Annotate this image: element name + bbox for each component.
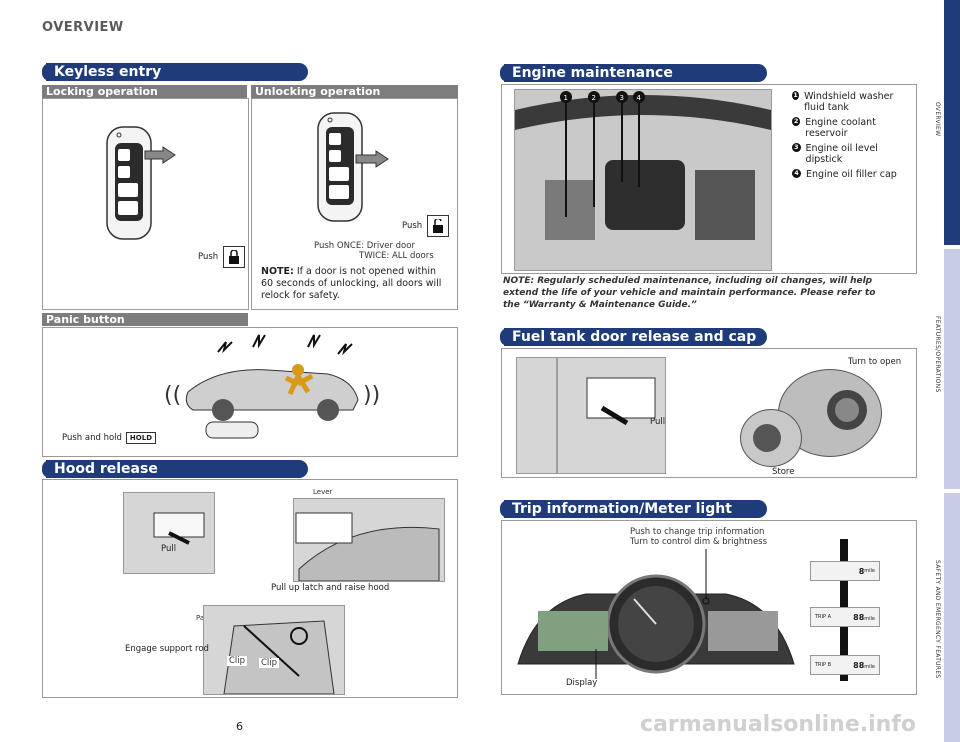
panic-illustration: (( )) [164, 334, 380, 439]
trip-display-unit: mile [864, 663, 875, 670]
fuel-store-label: Store [772, 467, 795, 477]
svg-text:((: (( [164, 383, 181, 408]
unlock-note: NOTE: If a door is not opened within 60 … [261, 266, 449, 302]
engine-bay-photo [514, 89, 772, 271]
trip-display-b: TRIP B 88mile [810, 655, 880, 675]
fuel-turn-label: Turn to open [848, 357, 902, 367]
fuel-pull-label: Pull [650, 417, 666, 427]
engine-legend-item: 1 Windshield washer fluid tank [792, 91, 912, 113]
key-fob-unlock-illustration [317, 112, 389, 222]
unlock-caption-twice: TWICE: ALL doors [359, 251, 434, 261]
legend-text: Engine oil level dipstick [805, 143, 878, 165]
panic-panel: (( )) Push and hold HOLD [42, 327, 458, 457]
hood-lever-label: Lever [313, 488, 333, 496]
engine-panel: 1 2 3 4 1 Windshield washer fluid tank 2 E… [501, 84, 917, 274]
trip-display-value: 88 [853, 660, 865, 670]
engine-legend-item: 2 Engine coolant reservoir [792, 117, 912, 139]
engine-note-label: NOTE: [503, 276, 535, 286]
watermark: carmanualsonline.info [640, 712, 916, 737]
sidebar-tab-safety-bg[interactable] [944, 493, 960, 742]
page-title: OVERVIEW [42, 20, 124, 35]
unlock-caption-once: Push ONCE: Driver door [314, 241, 415, 251]
sidebar-tab-features[interactable]: FEATURES/OPERATIONS [934, 316, 941, 393]
hold-button-icon: HOLD [125, 432, 157, 444]
fuel-panel: Pull Turn to open Store [501, 348, 917, 478]
trip-display-value: 8 [858, 566, 865, 576]
locking-operation-header: Locking operation [42, 85, 247, 98]
unlocking-panel: Push Push ONCE: Driver door TWICE: ALL d… [251, 98, 458, 310]
panic-button-header: Panic button [42, 313, 248, 326]
hood-clip-label-1: Clip [227, 656, 248, 666]
legend-number: 2 [792, 117, 801, 126]
sidebar-tab-features-bg[interactable] [944, 249, 960, 489]
engine-legend: 1 Windshield washer fluid tank 2 Engine … [792, 91, 912, 184]
panic-push-label: Push and hold [62, 433, 122, 443]
engine-maintenance-banner: Engine maintenance [500, 64, 767, 82]
page-number: 6 [236, 720, 243, 733]
engine-note-text: Regularly scheduled maintenance, includi… [503, 276, 876, 310]
unlocking-operation-header: Unlocking operation [251, 85, 458, 98]
hood-pad-label: Pad [196, 614, 209, 622]
trip-callout: Push to change trip information Turn to … [630, 527, 767, 547]
trip-display-a: TRIP A 88mile [810, 607, 880, 627]
legend-number: 3 [792, 143, 801, 152]
svg-text:)): )) [363, 383, 380, 408]
trip-display-unit: mile [864, 568, 875, 574]
trip-panel: Push to change trip information Turn to … [501, 520, 917, 695]
hood-lever-photo [123, 492, 215, 574]
engine-legend-item: 3 Engine oil level dipstick [792, 143, 912, 165]
sidebar-tab-overview[interactable]: OVERVIEW [934, 102, 941, 137]
fuel-release-photo [516, 357, 666, 474]
lock-push-label: Push [198, 252, 219, 262]
legend-number: 1 [792, 91, 800, 100]
svg-text:4: 4 [637, 94, 642, 102]
locking-panel: Push [42, 98, 249, 310]
legend-text: Engine oil filler cap [806, 169, 897, 180]
hood-latch-photo [293, 498, 445, 582]
unlock-icon [427, 215, 450, 237]
hood-support-label: Engage support rod [125, 644, 209, 654]
keyless-entry-banner: Keyless entry [42, 63, 308, 81]
sidebar [944, 0, 960, 742]
trip-callout-line2: Turn to control dim & brightness [630, 537, 768, 547]
hood-panel: Pull Lever Pull up latch and raise hood … [42, 479, 458, 698]
legend-number: 4 [792, 169, 801, 178]
trip-display-trip: TRIP A [815, 614, 832, 620]
engine-note: NOTE: Regularly scheduled maintenance, i… [503, 275, 893, 311]
svg-text:2: 2 [592, 94, 596, 102]
svg-text:1: 1 [564, 94, 568, 102]
trip-display-trip: TRIP B [815, 662, 832, 668]
engine-callout-lines: 1 2 3 4 [560, 91, 645, 217]
trip-display-unit: mile [864, 615, 875, 622]
hood-pull-label: Pull [161, 544, 177, 554]
trip-display-value: 88 [853, 612, 865, 622]
legend-text: Engine coolant reservoir [805, 117, 876, 139]
hood-release-banner: Hood release [42, 460, 308, 478]
instrument-cluster-illustration [517, 549, 795, 679]
hood-latch-label: Pull up latch and raise hood [271, 583, 390, 593]
sidebar-tab-overview-bg[interactable] [944, 0, 960, 245]
trip-display-label: Display [566, 678, 598, 688]
fuel-cap-store-photo [740, 409, 802, 467]
hood-clip-label-2: Clip [259, 658, 280, 668]
sidebar-tab-safety[interactable]: SAFETY AND EMERGENCY FEATURES [934, 560, 941, 679]
engine-legend-item: 4 Engine oil filler cap [792, 169, 912, 180]
unlock-note-label: NOTE: [261, 266, 294, 277]
hood-support-photo [203, 605, 345, 695]
svg-text:3: 3 [620, 94, 624, 102]
legend-text: Windshield washer fluid tank [804, 91, 894, 113]
lock-icon [223, 246, 246, 268]
unlock-note-text: If a door is not opened within 60 second… [261, 266, 442, 301]
trip-info-banner: Trip information/Meter light control [500, 500, 767, 535]
trip-callout-line1: Push to change trip information [630, 527, 765, 537]
unlock-push-label: Push [402, 221, 423, 231]
fuel-tank-banner: Fuel tank door release and cap [500, 328, 767, 346]
key-fob-illustration [106, 126, 176, 240]
